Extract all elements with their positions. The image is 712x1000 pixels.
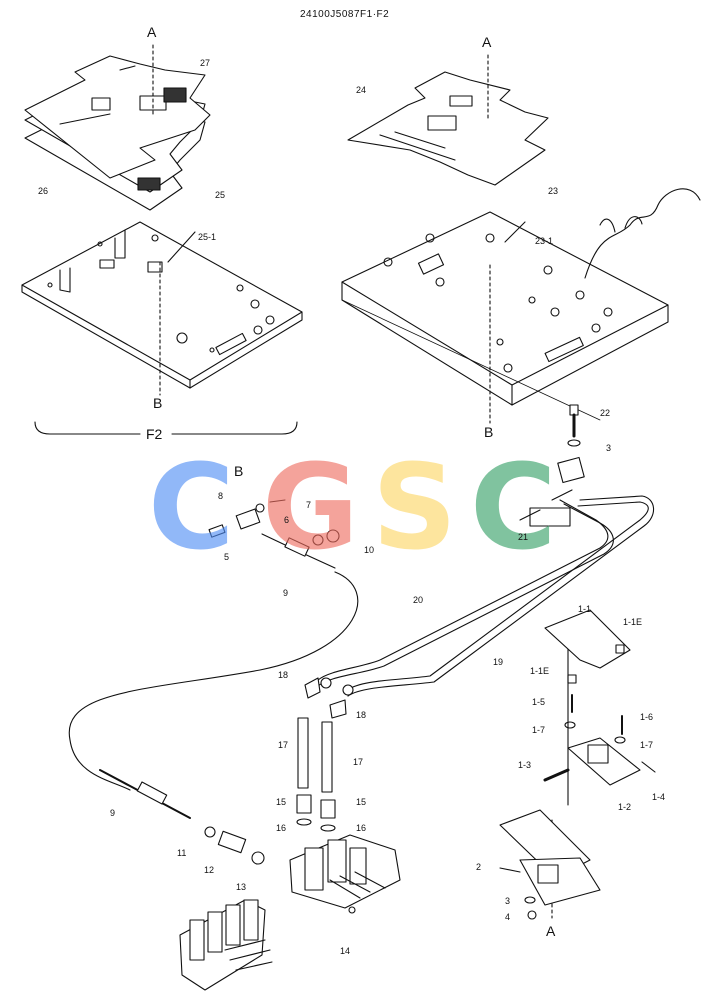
part-callout: 17 [278,740,289,750]
floor-plate-23 [341,188,701,421]
part-callout: 21 [518,532,529,542]
part-callout: 3 [606,443,612,453]
section-bracket [34,421,298,435]
part-callout: 1-5 [532,697,546,707]
part-callout: 1-1E [530,666,550,676]
part-callout: 16 [356,823,367,833]
part-callout: 14 [340,946,351,956]
cable-end-parts [204,826,265,865]
part-callout: 1-2 [618,802,632,812]
part-callout: 13 [236,882,247,892]
view-marker-a: A [147,24,157,40]
view-marker-a: A [482,34,492,50]
part-callout: 1-7 [532,725,546,735]
part-callout: 1-1E [623,617,643,627]
part-callout: 4 [505,912,511,922]
part-callout: 1-4 [652,792,666,802]
watermark-letter: C [148,438,235,576]
bolt-22-group [567,404,581,447]
drawing-number: 24100J5087F1·F2 [300,9,390,20]
part-callout: 22 [600,408,611,418]
part-callout: 7 [306,500,312,510]
part-callout: 1-3 [518,760,532,770]
part-callout: 1-6 [640,712,654,722]
part-callout: 8 [218,491,224,501]
part-callout: 10 [364,545,375,555]
part-callout: 9 [110,808,116,818]
part-callout: 12 [204,865,215,875]
part-callout: 2 [476,862,482,872]
valve-block [179,899,273,991]
control-cable-9 [68,533,359,819]
pedal-bracket-assembly [499,609,656,920]
part-callout: 27 [200,58,211,68]
part-callout: 16 [276,823,287,833]
view-marker-a: A [546,923,556,939]
part-callout: 15 [356,797,367,807]
part-callout: 3 [505,896,511,906]
view-marker-b: B [234,463,244,479]
part-callout: 11 [177,848,187,858]
part-callout: 19 [493,657,504,667]
valve-fittings [296,677,347,832]
part-callout: 20 [413,595,424,605]
part-callout: 18 [278,670,289,680]
hydraulic-pipes [317,456,655,697]
part-callout: 25 [215,190,226,200]
part-callout: 5 [224,552,230,562]
view-marker-b: B [484,424,494,440]
part-callout: 1-1 [578,604,592,614]
part-callout: 26 [38,186,49,196]
part-callout: 9 [283,588,289,598]
view-marker-b: B [153,395,163,411]
watermark-letter: C [470,438,557,576]
part-callout: 23-1 [535,236,554,246]
floor-plate-25 [21,221,303,389]
cable-joint-parts [208,499,340,546]
part-callout: 24 [356,85,367,95]
part-callout: 6 [284,515,290,525]
part-callout: 25-1 [198,232,217,242]
part-callout: 17 [353,757,364,767]
watermark-letter: G [262,438,359,576]
section-label: F2 [146,426,163,442]
floor-mat-24 [347,71,549,186]
watermark-letter: S [372,438,457,576]
floor-mat-26-27 [24,55,211,211]
part-callout: 18 [356,710,367,720]
part-callout: 23 [548,186,559,196]
part-callout: 15 [276,797,287,807]
part-callout: 1-7 [640,740,654,750]
control-valve-14 [289,834,401,914]
